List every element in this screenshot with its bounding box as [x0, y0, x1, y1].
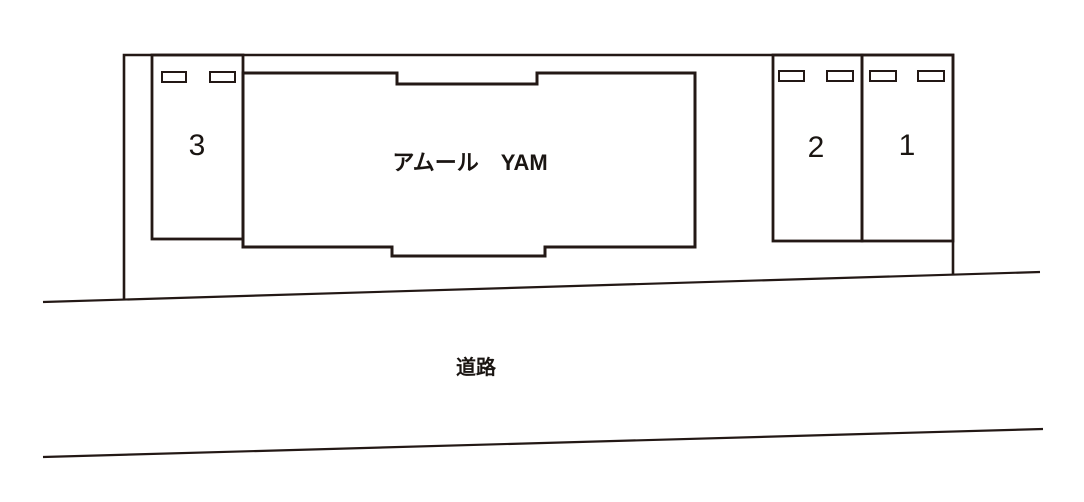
wheel-stop-space2-right — [826, 70, 854, 82]
parking-space-3-label: 3 — [188, 129, 206, 162]
wheel-stop-space3-left — [161, 71, 187, 83]
parking-space-1-label: 1 — [898, 129, 916, 162]
wheel-stop-space2-left — [778, 70, 805, 82]
wheel-stop-space1-left — [869, 70, 897, 82]
wheel-stop-space3-right — [209, 71, 236, 83]
road-near-edge-line — [42, 270, 1041, 304]
road-label: 道路 — [456, 357, 496, 379]
building-name-label: アムール YAM — [392, 150, 548, 175]
road-far-edge-line — [42, 427, 1044, 459]
wheel-stop-space1-right — [917, 70, 945, 82]
site-boundary-line — [122, 53, 955, 300]
parking-space-2-label: 2 — [807, 131, 825, 164]
parking-space-1-outline — [860, 53, 955, 243]
building-outline — [241, 71, 697, 258]
